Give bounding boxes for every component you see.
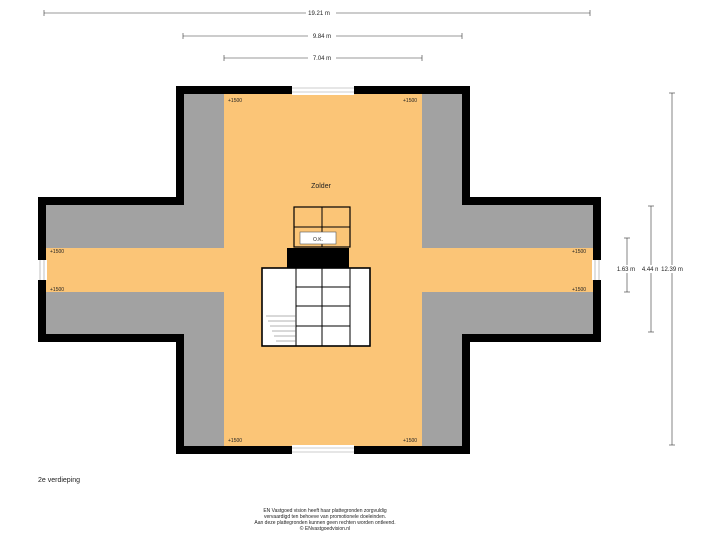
floor-name: 2e verdieping — [38, 477, 81, 484]
level-top-left: +1500 — [228, 98, 242, 104]
level-left-lower: +1500 — [50, 287, 64, 293]
dim-side-mid: 4.44 m — [642, 267, 660, 273]
disclaimer-line: © ENvastgoedvision.nl — [299, 526, 351, 532]
window-bottom — [292, 445, 354, 455]
stairwell: O.K. — [261, 206, 371, 347]
fixture-label: O.K. — [313, 237, 323, 243]
dim-side-total: 12.39 m — [661, 267, 683, 273]
level-left-upper: +1500 — [50, 249, 64, 255]
dim-side-small: 1.63 m — [617, 267, 635, 273]
dim-mid-width: 9.84 m — [313, 34, 331, 40]
window-right — [592, 260, 602, 280]
level-right-upper: +1500 — [572, 249, 586, 255]
window-top — [292, 85, 354, 95]
level-top-right: +1500 — [403, 98, 417, 104]
dim-total-width: 19.21 m — [308, 11, 330, 17]
window-left — [37, 260, 47, 280]
level-bottom-left: +1500 — [228, 438, 242, 444]
disclaimer: EN Vastgoed vision heeft haar plattegron… — [210, 508, 440, 532]
level-bottom-right: +1500 — [403, 438, 417, 444]
dim-inner-width: 7.04 m — [313, 56, 331, 62]
room-label: Zolder — [311, 183, 332, 190]
disclaimer-line: EN Vastgoed vision heeft haar plattegron… — [263, 508, 387, 514]
disclaimer-line: vervaardigd ten behoeve van promotionele… — [263, 514, 387, 520]
disclaimer-line: Aan deze plattegronden kunnen geen recht… — [254, 520, 396, 526]
level-right-lower: +1500 — [572, 287, 586, 293]
